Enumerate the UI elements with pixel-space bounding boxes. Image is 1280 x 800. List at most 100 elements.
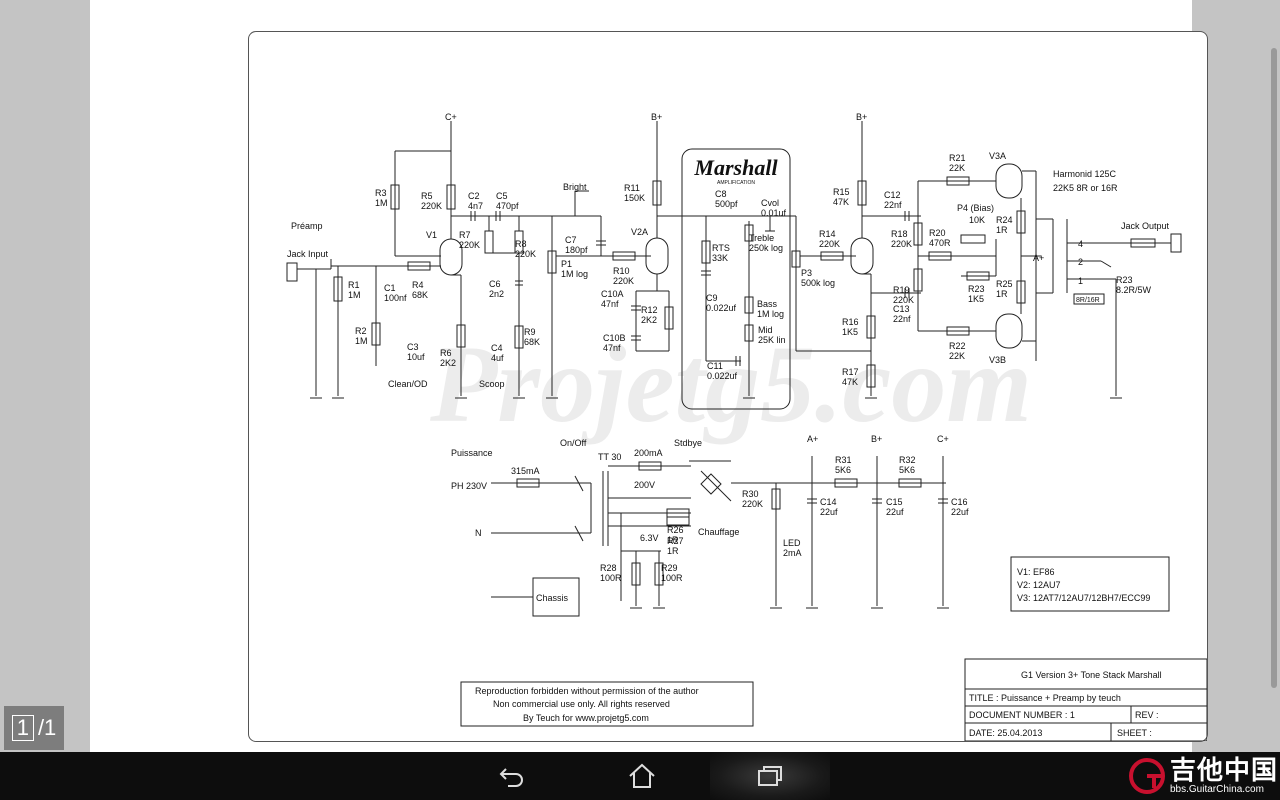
component-value: 22K xyxy=(949,351,965,361)
component-value: 4n7 xyxy=(468,201,483,211)
component-value: 10uf xyxy=(407,352,425,362)
component-value: 8.2R/5W xyxy=(1116,285,1152,295)
component-value: 1M log xyxy=(561,269,588,279)
component-name: Bass xyxy=(757,299,778,309)
label-fuse2: 200mA xyxy=(634,448,663,458)
label-8r16r: 8R/16R xyxy=(1076,297,1100,304)
tube-line-2: V2: 12AU7 xyxy=(1017,580,1061,590)
component-name: C2 xyxy=(468,191,480,201)
label-clean-od: Clean/OD xyxy=(388,379,428,389)
component-value: 100R xyxy=(661,573,683,583)
label-chassis: Chassis xyxy=(536,593,569,603)
component-value: 100nf xyxy=(384,293,407,303)
component-value: 1R xyxy=(667,535,679,545)
component-value: 1M xyxy=(348,290,361,300)
label-harmonic2: 22K5 8R or 16R xyxy=(1053,183,1118,193)
back-button[interactable] xyxy=(490,752,534,800)
component-name: C4 xyxy=(491,343,503,353)
component-name: R20 xyxy=(929,228,946,238)
component-value: 220K xyxy=(891,239,912,249)
component-value: 0.01uf xyxy=(761,208,787,218)
component-name: R22 xyxy=(949,341,966,351)
component-name: R18 xyxy=(891,229,908,239)
component-name: C3 xyxy=(407,342,419,352)
component-value: 180pf xyxy=(565,245,588,255)
component-value: 68K xyxy=(412,290,428,300)
component-name: R4 xyxy=(412,280,424,290)
document-viewer[interactable]: Projetg5.com xyxy=(0,0,1280,752)
label-v3a: V3A xyxy=(989,151,1006,161)
component-value: 100R xyxy=(600,573,622,583)
label-bplus-2: B+ xyxy=(856,112,867,122)
component-name: R17 xyxy=(842,367,859,377)
schematic-diagram: Projetg5.com xyxy=(286,112,1207,741)
component-name: Treble xyxy=(749,233,774,243)
component-value: 470R xyxy=(929,238,951,248)
tube-line-3: V3: 12AT7/12AU7/12BH7/ECC99 xyxy=(1017,593,1150,603)
component-name: Cvol xyxy=(761,198,779,208)
component-name: R21 xyxy=(949,153,966,163)
label-chauffage: Chauffage xyxy=(698,527,739,537)
label-onoff: On/Off xyxy=(560,438,587,448)
label-v3b: V3B xyxy=(989,355,1006,365)
title-title: TITLE : Puissance + Preamp by teuch xyxy=(969,693,1121,703)
component-name: R11 xyxy=(624,183,640,193)
home-icon xyxy=(629,763,655,788)
label-aplus-2: A+ xyxy=(1033,253,1044,263)
component-value: 220K xyxy=(742,499,763,509)
scrollbar[interactable] xyxy=(1271,48,1277,688)
marshall-logo: Marshall xyxy=(693,155,778,180)
page-total: /1 xyxy=(37,715,57,740)
component-name: R5 xyxy=(421,191,433,201)
component-name: C10A xyxy=(601,289,624,299)
pdf-page[interactable]: Projetg5.com xyxy=(90,0,1208,752)
component-value: 25K lin xyxy=(758,335,786,345)
label-pin2: 2 xyxy=(1078,257,1083,267)
component-value: 0.022uf xyxy=(707,371,738,381)
component-name: C14 xyxy=(820,497,837,507)
component-name: R25 xyxy=(996,279,1013,289)
watermark-text: Projetg5.com xyxy=(429,323,1032,445)
component-name: R32 xyxy=(899,455,916,465)
recent-apps-button[interactable] xyxy=(748,752,792,800)
component-value: 220K xyxy=(613,276,634,286)
component-name: R29 xyxy=(661,563,678,573)
component-value: 220K xyxy=(515,249,536,259)
component-value: 22uf xyxy=(886,507,904,517)
component-value: 4uf xyxy=(491,353,504,363)
label-tt30: TT 30 xyxy=(598,452,621,462)
guitarchina-watermark: 吉他中国 bbs.GuitarChina.com xyxy=(1124,752,1280,800)
label-p4: P4 (Bias) xyxy=(957,203,994,213)
page-current: 1 xyxy=(11,715,34,741)
label-scoop: Scoop xyxy=(479,379,505,389)
component-name: C15 xyxy=(886,497,903,507)
label-bplus-3: B+ xyxy=(871,434,882,444)
component-value: 0.022uf xyxy=(706,303,737,313)
component-value: 47K xyxy=(833,197,849,207)
notice-line-1: Reproduction forbidden without permissio… xyxy=(475,686,699,696)
component-name: R23 xyxy=(968,284,985,294)
label-led: LED xyxy=(783,538,801,548)
component-name: C9 xyxy=(706,293,718,303)
label-led2: 2mA xyxy=(783,548,802,558)
component-name: R28 xyxy=(600,563,617,573)
page-indicator: 1 /1 xyxy=(4,706,64,750)
component-name: R12 xyxy=(641,305,658,315)
component-name: P1 xyxy=(561,259,572,269)
label-pin4: 4 xyxy=(1078,239,1083,249)
system-navbar xyxy=(0,752,1280,800)
component-name: R10 xyxy=(613,266,630,276)
home-button[interactable] xyxy=(620,752,664,800)
component-value: 5K6 xyxy=(899,465,915,475)
label-v2a: V2A xyxy=(631,227,648,237)
component-value: 1K5 xyxy=(842,327,858,337)
component-name: R19 xyxy=(893,285,910,295)
component-name: R1 xyxy=(348,280,360,290)
component-value: 1M xyxy=(355,336,368,346)
label-v1: V1 xyxy=(426,230,437,240)
label-stdbye: Stdbye xyxy=(674,438,702,448)
component-value: 1R xyxy=(996,289,1008,299)
component-name: C7 xyxy=(565,235,577,245)
component-value: 1M xyxy=(375,198,388,208)
label-aplus-1: A+ xyxy=(807,434,818,444)
